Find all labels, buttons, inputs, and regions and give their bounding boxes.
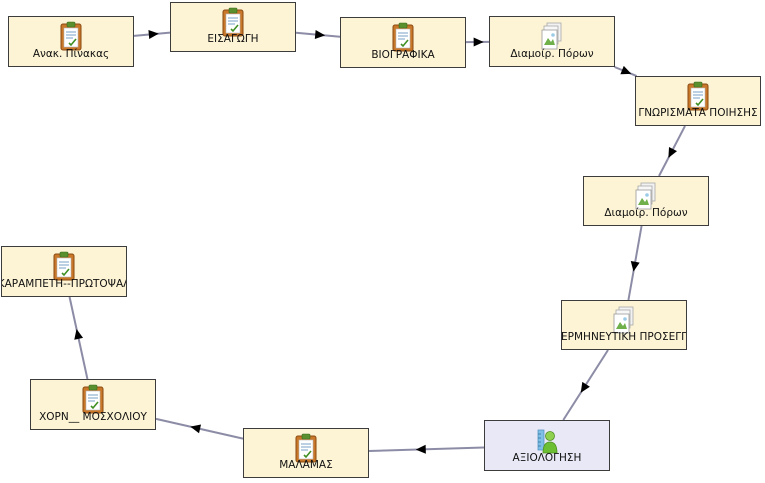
node-label: Ανακ. Πίνακας <box>32 48 110 60</box>
clipboard-icon <box>82 384 104 414</box>
activity-node-viografika[interactable]: ΒΙΟΓΡΑΦΙΚΑ <box>340 17 466 68</box>
arrowhead-n2-n3 <box>314 30 326 39</box>
activity-node-anak-pinakas[interactable]: Ανακ. Πίνακας <box>8 16 134 67</box>
shared-resources-icon <box>635 181 657 211</box>
node-label: Διαμοίρ. Πόρων <box>510 48 594 60</box>
clipboard-icon <box>222 7 244 37</box>
node-label: ΒΙΟΓΡΑΦΙΚΑ <box>371 49 435 61</box>
node-label: ΑΞΙΟΛΟΓΗΣΗ <box>512 452 582 464</box>
activity-node-eisagogi[interactable]: ΕΙΣΑΓΩΓΗ <box>170 2 296 52</box>
arrowhead-n10-n11 <box>74 329 84 340</box>
arrowhead-n6-n7 <box>630 260 640 272</box>
node-label: ΜΑΛΑΜΑΣ <box>279 459 333 471</box>
arrowhead-n8-n9 <box>415 444 426 454</box>
arrowhead-n9-n10 <box>190 424 202 434</box>
arrowhead-n1-n2 <box>148 30 159 40</box>
clipboard-icon <box>53 251 75 281</box>
arrowhead-n3-n4 <box>473 37 484 47</box>
arrowhead-n7-n8 <box>580 381 590 393</box>
clipboard-icon <box>60 21 82 51</box>
node-label: ΕΡΜΗΝΕΥΤΙΚΗ ΠΡΟΣΕΓΓ <box>561 331 687 343</box>
activity-node-axiologisi[interactable]: ΑΞΙΟΛΟΓΗΣΗ <box>484 420 610 471</box>
connector-n8-n9 <box>368 446 485 453</box>
node-label: ΕΙΣΑΓΩΓΗ <box>207 33 259 45</box>
node-label: ΧΟΡΝ__ ΜΟΣΧΟΛΙΟΥ <box>39 411 147 423</box>
activity-node-ermineftiki-prosegg[interactable]: ΕΡΜΗΝΕΥΤΙΚΗ ΠΡΟΣΕΓΓ <box>561 300 687 350</box>
shared-resources-icon <box>541 21 563 51</box>
assessment-icon <box>536 425 558 455</box>
activity-node-malamas[interactable]: ΜΑΛΑΜΑΣ <box>243 428 369 478</box>
activity-node-gnorismata-poiisis[interactable]: ΓΝΩΡΙΣΜΑΤΑ ΠΟΙΗΣΗΣ <box>635 76 761 126</box>
activity-node-diamoir-poron-2[interactable]: Διαμοίρ. Πόρων <box>583 176 709 226</box>
clipboard-icon <box>687 81 709 111</box>
node-label: ΚΑΡΑΜΠΕΤΗ--ΠΡΩΤΟΨΑΛ <box>1 278 127 290</box>
shared-resources-icon <box>613 305 635 335</box>
clipboard-icon <box>295 433 317 463</box>
node-label: Διαμοίρ. Πόρων <box>604 207 688 219</box>
arrowhead-n5-n6 <box>668 146 677 158</box>
node-label: ΓΝΩΡΙΣΜΑΤΑ ΠΟΙΗΣΗΣ <box>638 107 758 119</box>
activity-node-karampeti-protopsal[interactable]: ΚΑΡΑΜΠΕΤΗ--ΠΡΩΤΟΨΑΛ <box>1 246 127 297</box>
activity-node-chorn-mosxoliou[interactable]: ΧΟΡΝ__ ΜΟΣΧΟΛΙΟΥ <box>30 379 156 430</box>
arrowhead-n4-n5 <box>620 65 632 75</box>
clipboard-icon <box>392 22 414 52</box>
activity-node-diamoir-poron-1[interactable]: Διαμοίρ. Πόρων <box>489 16 615 67</box>
